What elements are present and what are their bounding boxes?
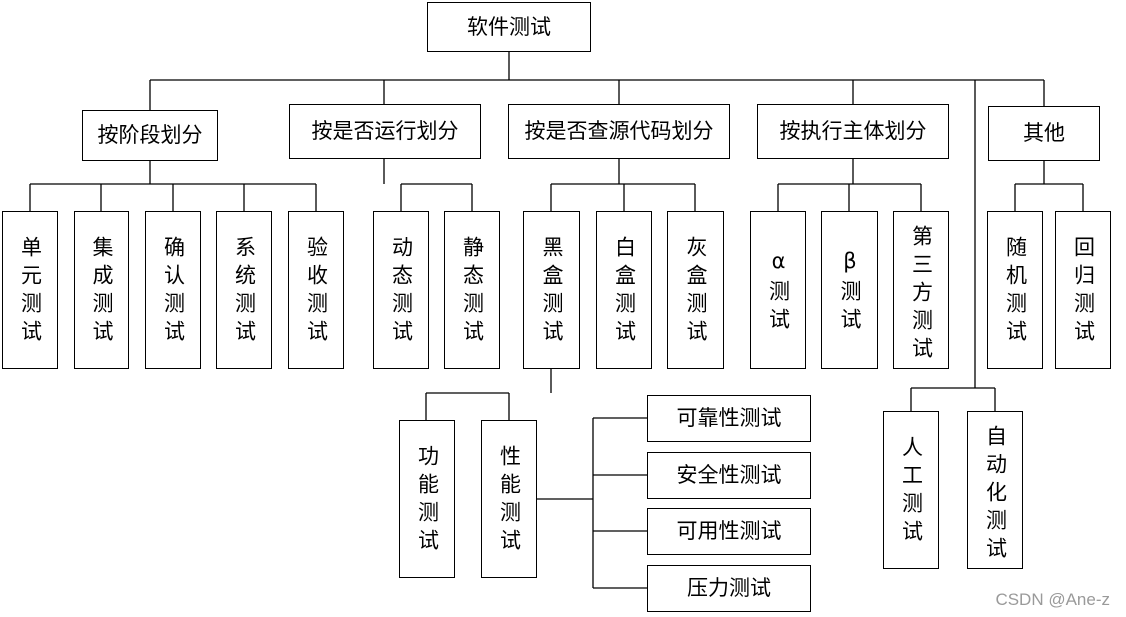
leaf-random-test: 随机测试 xyxy=(987,211,1043,369)
leaf-regression-test: 回归测试 xyxy=(1055,211,1111,369)
watermark: CSDN @Ane-z xyxy=(995,590,1110,609)
reliability-test-node: 可靠性测试 xyxy=(647,395,811,442)
category-subject: 按执行主体划分 xyxy=(757,104,949,159)
manual-test-node: 人工测试 xyxy=(883,411,939,569)
stress-test-node: 压力测试 xyxy=(647,565,811,612)
leaf-unit-test: 单元测试 xyxy=(2,211,58,369)
category-stage: 按阶段划分 xyxy=(82,110,218,161)
security-test-node: 安全性测试 xyxy=(647,452,811,499)
category-other: 其他 xyxy=(988,106,1100,161)
leaf-integration-test: 集成测试 xyxy=(74,211,129,369)
leaf-verification-test: 验收测试 xyxy=(288,211,344,369)
automated-test-node: 自动化测试 xyxy=(967,411,1023,569)
functional-test-node: 功能测试 xyxy=(399,420,455,578)
leaf-alpha-test: α测试 xyxy=(750,211,806,369)
leaf-graybox-test: 灰盒测试 xyxy=(667,211,724,369)
leaf-whitebox-test: 白盒测试 xyxy=(596,211,652,369)
usability-test-node: 可用性测试 xyxy=(647,508,811,555)
leaf-blackbox-test: 黑盒测试 xyxy=(523,211,580,369)
category-run: 按是否运行划分 xyxy=(289,104,481,159)
leaf-third-party-test: 第三方测试 xyxy=(893,211,949,369)
performance-test-node: 性能测试 xyxy=(481,420,537,578)
category-source: 按是否查源代码划分 xyxy=(508,104,730,159)
leaf-static-test: 静态测试 xyxy=(444,211,500,369)
leaf-system-test: 系统测试 xyxy=(216,211,272,369)
leaf-beta-test: β测试 xyxy=(821,211,878,369)
root-node: 软件测试 xyxy=(427,2,591,52)
leaf-acceptance-test: 确认测试 xyxy=(145,211,201,369)
leaf-dynamic-test: 动态测试 xyxy=(373,211,429,369)
